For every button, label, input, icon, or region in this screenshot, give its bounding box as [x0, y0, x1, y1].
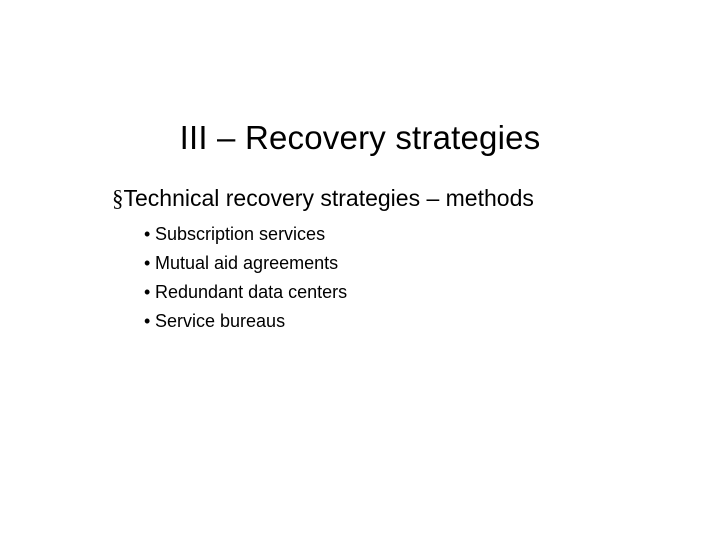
- bullet-list-level2: •Subscription services •Mutual aid agree…: [112, 220, 672, 337]
- dot-bullet-icon: •: [144, 223, 151, 244]
- dot-bullet-icon: •: [144, 252, 151, 273]
- list-item: •Redundant data centers: [112, 278, 672, 307]
- slide-body: §Technical recovery strategies – methods…: [112, 184, 672, 336]
- bullet-item-level1-label: Technical recovery strategies – methods: [123, 185, 534, 211]
- dot-bullet-icon: •: [144, 282, 151, 303]
- page-title: III – Recovery strategies: [179, 119, 541, 156]
- bullet-item-level1: §Technical recovery strategies – methods: [112, 184, 672, 214]
- list-item-label: Subscription services: [155, 223, 326, 244]
- square-bullet-icon: §: [112, 186, 124, 211]
- dot-bullet-icon: •: [144, 311, 151, 332]
- list-item-label: Service bureaus: [155, 311, 286, 332]
- list-item-label: Redundant data centers: [155, 282, 348, 303]
- list-item: •Subscription services: [112, 220, 672, 249]
- list-item-label: Mutual aid agreements: [155, 252, 339, 273]
- list-item: •Mutual aid agreements: [112, 249, 672, 278]
- list-item: •Service bureaus: [112, 307, 672, 336]
